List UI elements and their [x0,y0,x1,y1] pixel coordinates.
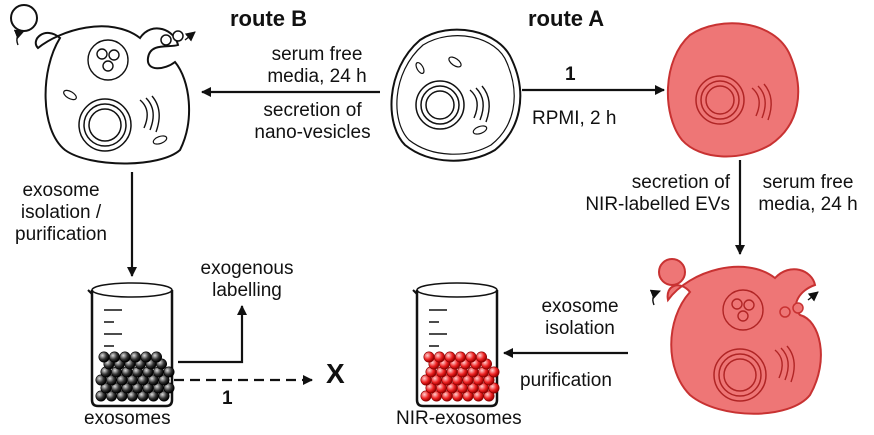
route-a-secretion-line2: NIR-labelled EVs [585,194,730,215]
route-b-curl-arrow-icon [13,29,25,46]
route-a-secreting-cell-golgi [774,345,795,383]
arrow-exogenous-labelling [178,305,247,364]
route-a-released-vesicle-large [658,258,686,286]
route-b-cell-golgi [139,95,160,133]
route-b-isolation-line3: purification [15,224,107,245]
route-b-condition-label: serum free media, 24 h [258,44,376,88]
route-b-mitochondria [63,89,168,145]
central-cell-mitochondria [415,56,488,135]
route-a-labelled-cell-golgi [751,83,772,121]
exosome-particle [163,382,175,394]
route-a-release-arrow-icon [807,291,819,302]
route-a-isolation-line1: exosome [541,296,619,317]
route-b-released-vesicle-small-2 [172,30,184,42]
route-a-released-vesicle-small-1 [779,306,791,318]
route-a-condition-line1: serum free [762,172,854,193]
route-a-multivesicular-body [722,289,764,331]
route-b-cell [10,4,196,165]
route-a-curl-arrow-icon [649,289,661,306]
route-b-multivesicular-body [87,39,129,81]
route-b-released-vesicle-large [10,4,38,32]
route-b-release-arrow-icon [184,31,196,42]
beaker-right-graduations [429,309,447,347]
route-a-secretion-line1: secretion of [631,172,730,193]
route-b-secretion-line1: secretion of [263,100,362,121]
route-a-secretion-label: secretion of NIR-labelled EVs [578,172,730,216]
exosome-particle [163,366,175,378]
route-a-labelled-cell-nucleus [695,75,745,125]
exosome-particle [488,366,500,378]
route-b-secretion-line2: nano-vesicles [254,122,371,143]
route-a-released-vesicle-small-2 [792,302,804,314]
beaker-right-caption: NIR-exosomes [396,408,522,429]
exosome-particle [158,374,170,386]
exosome-particle [151,351,163,363]
exosome-particle [483,390,495,402]
route-b-secretion-label: secretion of nano-vesicles [245,100,380,144]
route-a-purification-label: purification [520,370,612,391]
exosome-particle [98,351,110,363]
exosome-particle [433,351,445,363]
exogenous-labelling-label: exogenous labelling [188,258,306,302]
route-b-isolation-label: exosome isolation / purification [4,180,118,246]
exogenous-labelling-line1: exogenous [200,258,294,279]
central-cell-golgi [469,85,490,123]
exosome-particle [488,382,500,394]
route-b-title: route B [230,6,307,31]
route-a-isolation-line2: isolation [545,318,615,339]
beaker-right-nir-particles [420,351,500,402]
route-b-released-vesicle-small-1 [160,34,172,46]
route-a-condition-line2: media, 24 h [758,194,858,215]
beaker-exosomes [87,282,175,408]
exosome-particle [465,351,477,363]
route-a-isolation-label: exosome isolation [528,296,632,340]
route-a-medium-label: RPMI, 2 h [532,108,617,129]
exosome-particle [130,351,142,363]
exosome-particle [423,351,435,363]
route-b-condition-line2: media, 24 h [267,66,367,87]
dashed-step-number: 1 [222,388,233,409]
blocked-mark: X [326,358,345,389]
beaker-nir-exosomes [412,282,500,408]
beaker-left-caption: exosomes [84,408,171,429]
route-b-isolation-line2: isolation / [20,202,102,223]
beaker-left-exosome-particles [95,351,175,402]
route-b-condition-line1: serum free [271,44,363,65]
exosome-particle [454,351,466,363]
route-a-secreting-cell-nucleus [713,348,767,402]
exogenous-labelling-line2: labelling [212,280,282,301]
route-a-secreting-cell [649,258,822,415]
exosome-particle [483,374,495,386]
exosome-particle [475,351,487,363]
route-b-isolation-line1: exosome [22,180,100,201]
central-cell-nucleus [415,80,465,130]
exosome-particle [109,351,121,363]
beaker-left-graduations [104,309,122,347]
route-a-condition-label: serum free media, 24 h [752,172,864,216]
central-cell [390,28,522,162]
route-b-cell-nucleus [78,98,132,152]
exosome-particle [444,351,456,363]
route-a-labelled-cell [666,22,800,158]
route-a-title: route A [528,6,605,31]
exosome-particle [158,390,170,402]
exosome-particle [140,351,152,363]
route-a-step-number: 1 [565,64,576,85]
exosome-particle [119,351,131,363]
